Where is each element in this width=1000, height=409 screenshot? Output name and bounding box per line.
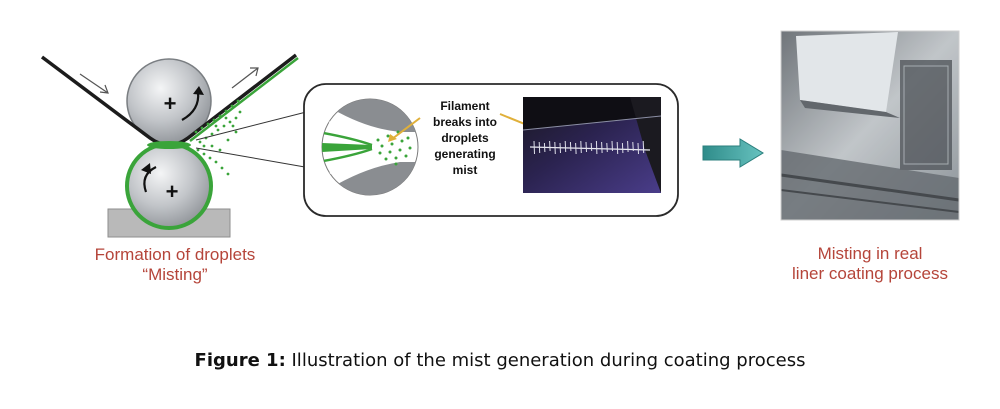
left-caption: Formation of droplets “Misting” (50, 245, 300, 285)
droplet (388, 150, 392, 154)
droplet (216, 128, 220, 132)
filament-strand (616, 141, 619, 155)
droplet (378, 151, 382, 155)
droplet (222, 124, 226, 128)
droplet (376, 138, 380, 142)
filament-strand (559, 142, 561, 154)
droplet (384, 157, 388, 161)
droplet (196, 148, 200, 152)
callout-filament-text: Filament breaks into droplets generating… (432, 99, 498, 177)
droplet (218, 148, 222, 152)
right-caption-line2: liner coating process (792, 264, 948, 283)
zoomed-droplets (376, 130, 412, 166)
droplet (218, 114, 222, 118)
nip-coating (147, 141, 191, 149)
droplet (386, 134, 390, 138)
filament-cone (322, 143, 372, 152)
left-caption-line1: Formation of droplets (94, 245, 256, 264)
filament-strand (611, 140, 613, 152)
filament-strand (606, 142, 608, 153)
filament-strand (575, 142, 577, 155)
web-direction-arrow-left (79, 73, 109, 94)
droplet (210, 132, 214, 136)
droplet (226, 138, 230, 142)
droplet (208, 156, 212, 160)
droplet (226, 172, 230, 176)
droplet (230, 104, 234, 108)
droplet (202, 144, 206, 148)
filament-strand (621, 142, 624, 154)
droplet (194, 130, 198, 134)
left-caption-line2: “Misting” (142, 265, 208, 284)
droplet (214, 160, 218, 164)
top-roller-rotation-arrow (181, 91, 200, 121)
droplet (238, 110, 242, 114)
droplet (394, 162, 398, 166)
figure-caption-text: Illustration of the mist generation duri… (285, 350, 806, 371)
filament-strand (632, 141, 634, 152)
droplet (390, 142, 394, 146)
filament-strand (543, 142, 546, 153)
droplet (234, 116, 238, 120)
droplet (408, 146, 412, 150)
web-direction-arrow-right (231, 67, 259, 89)
bottom-roller-sign: + (166, 179, 179, 204)
bottom-roller-rotation-arrow (143, 166, 157, 193)
droplet (236, 99, 240, 103)
filament-strand (580, 140, 582, 154)
droplet (398, 148, 402, 152)
filament-strand (585, 141, 587, 153)
droplet (214, 124, 218, 128)
filament-photo (522, 97, 662, 193)
callout-arrow-left (391, 117, 421, 140)
droplet (198, 140, 202, 144)
droplet (394, 156, 398, 160)
droplet (206, 122, 210, 126)
filament-strand (533, 140, 535, 155)
droplet (400, 139, 404, 143)
figure-caption: Figure 1: Illustration of the mist gener… (0, 350, 1000, 371)
coating-process-photo (780, 30, 960, 221)
filament-strand (601, 141, 603, 154)
web-coating-line (189, 57, 299, 142)
mist-droplets (194, 99, 242, 176)
roller-assembly: + + (40, 53, 299, 238)
filament-strand (549, 140, 551, 152)
droplet (228, 120, 232, 124)
droplet (200, 126, 204, 130)
droplet (212, 118, 216, 122)
filament-strand (538, 141, 541, 154)
filament-strand (569, 141, 572, 152)
droplet (224, 109, 228, 113)
droplet (220, 166, 224, 170)
filament-strand (590, 142, 593, 152)
droplet (234, 130, 238, 134)
zoom-connector-bottom (195, 147, 323, 171)
filament-strand (595, 140, 598, 155)
filament-strand (627, 140, 629, 153)
zoom-connector-top (195, 107, 323, 141)
top-roller-sign: + (164, 91, 177, 116)
filament-strand (564, 140, 567, 153)
droplet (202, 152, 206, 156)
droplet (210, 144, 214, 148)
filament-strand (554, 141, 556, 155)
droplet (224, 116, 228, 120)
figure-caption-label: Figure 1: (194, 350, 286, 371)
droplet (406, 136, 410, 140)
droplet (404, 154, 408, 158)
filament-strand (642, 140, 645, 154)
process-arrow (702, 138, 764, 168)
droplet (231, 124, 235, 128)
droplet (380, 144, 384, 148)
filament-strand (637, 142, 639, 155)
right-caption-line1: Misting in real (817, 244, 923, 263)
right-caption: Misting in real liner coating process (760, 244, 980, 284)
